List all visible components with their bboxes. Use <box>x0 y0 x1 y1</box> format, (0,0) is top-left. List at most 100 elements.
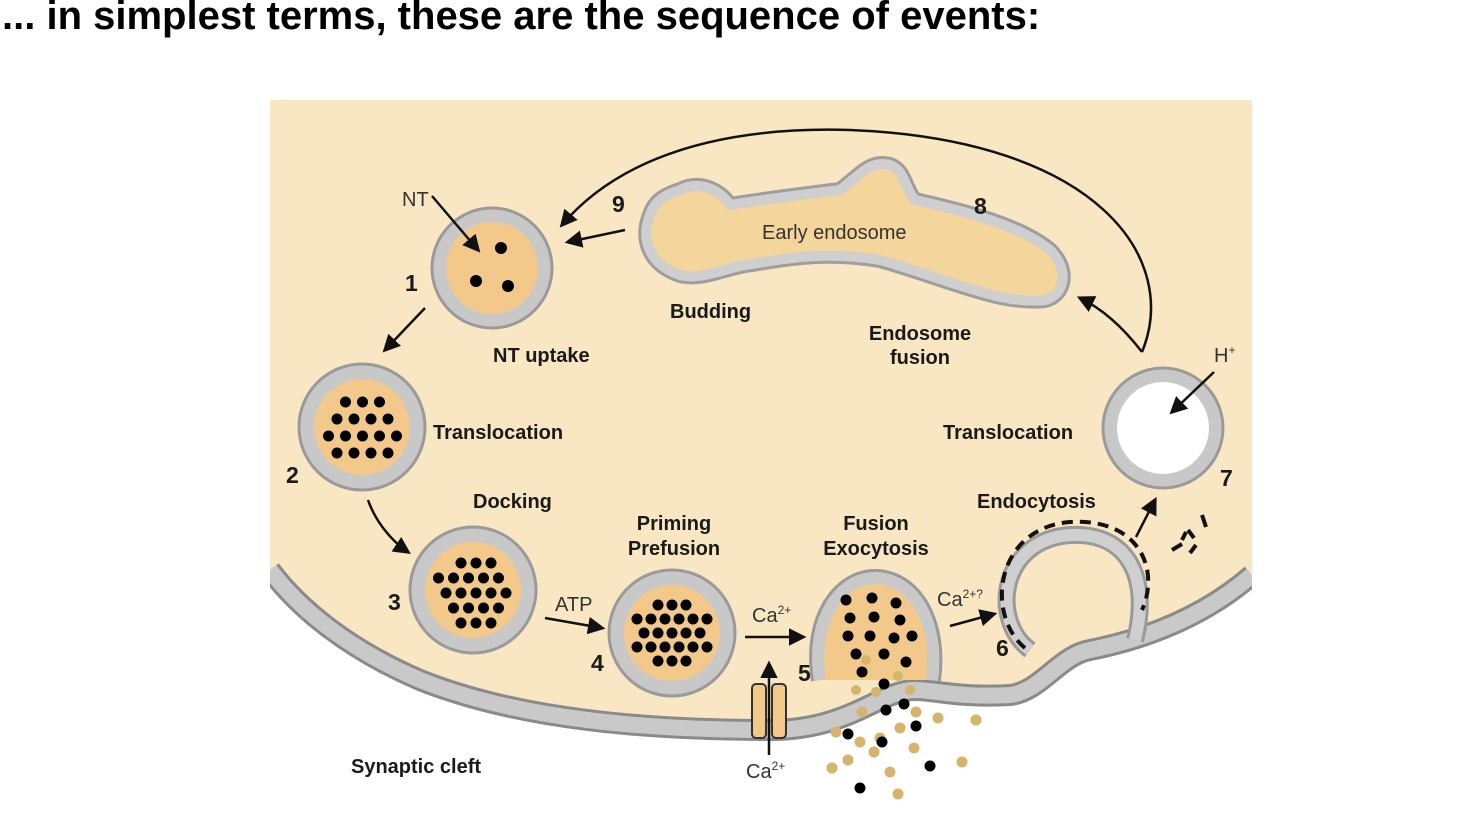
released-neurotransmitter <box>826 698 982 800</box>
nt-dot <box>652 627 664 639</box>
nt-dot <box>701 613 713 625</box>
endocytic-pit <box>997 519 1151 658</box>
calcium-channel <box>751 683 787 739</box>
step-number-9: 9 <box>612 191 625 217</box>
label-ca-left: Ca2+ <box>752 603 791 627</box>
nt-dot <box>470 557 482 569</box>
nt-dot <box>864 630 876 642</box>
nt-dot <box>631 641 643 653</box>
nt-dot <box>842 630 854 642</box>
step-number-7: 7 <box>1220 465 1233 491</box>
clathrin-fragments <box>1170 514 1208 555</box>
nt-dot <box>638 627 650 639</box>
label-docking: Docking <box>473 491 552 513</box>
nt-dot <box>888 632 900 644</box>
nt-dot <box>673 641 685 653</box>
nt-dot-gold <box>932 712 944 724</box>
label-fusion-endosome: fusion <box>890 347 950 369</box>
nt-dot <box>470 617 482 629</box>
nt-dot <box>448 572 459 584</box>
nt-dot <box>910 720 922 732</box>
nt-dot-gold <box>956 756 968 768</box>
nt-dot-gold <box>893 671 903 681</box>
nt-dot <box>374 396 385 408</box>
nt-dot <box>631 613 643 625</box>
nt-dot <box>470 587 482 599</box>
nt-dot-gold <box>894 722 906 734</box>
nt-dot <box>463 572 474 584</box>
nt-dot <box>666 599 678 611</box>
label-early-endosome: Early endosome <box>762 222 907 244</box>
nt-dot <box>842 728 854 740</box>
nt-dot <box>455 587 467 599</box>
nt-dot <box>331 413 343 425</box>
label-translocation-left: Translocation <box>433 422 563 444</box>
nt-dot-gold <box>830 726 842 738</box>
nt-dot <box>840 594 852 606</box>
label-nt-uptake: NT uptake <box>493 345 590 367</box>
page-heading: ... in simplest terms, these are the seq… <box>2 0 1041 38</box>
nt-dot <box>844 612 856 624</box>
vesicle-docking <box>408 525 538 655</box>
label-nt: NT <box>402 189 429 211</box>
nt-dot <box>493 572 504 584</box>
nt-dot-gold <box>871 687 881 697</box>
nt-dot <box>878 648 890 660</box>
nt-dot <box>463 602 474 614</box>
nt-dot <box>694 627 706 639</box>
vesicle-empty <box>1101 366 1225 490</box>
label-exocytosis: Exocytosis <box>823 538 929 560</box>
step-number-2: 2 <box>286 462 299 488</box>
nt-dot <box>868 611 880 623</box>
nt-dot-gold <box>884 766 896 778</box>
nt-dot <box>652 599 664 611</box>
nt-dot <box>659 613 671 625</box>
nt-dot <box>340 430 351 442</box>
nt-dot <box>455 617 467 629</box>
nt-dot <box>382 413 394 425</box>
nt-dot <box>666 627 678 639</box>
step-number-1: 1 <box>405 270 418 296</box>
nt-dot <box>365 447 377 459</box>
vesicle-translocation-left <box>297 362 427 492</box>
nt-dot <box>701 641 713 653</box>
step-number-3: 3 <box>388 589 401 615</box>
nt-dot <box>448 602 459 614</box>
nt-dot <box>357 396 368 408</box>
nt-dot <box>876 736 888 748</box>
nt-dot <box>666 655 678 667</box>
nt-dot <box>878 678 890 690</box>
nt-dot <box>365 413 377 425</box>
nt-dot <box>645 641 657 653</box>
label-h-plus: H+ <box>1214 343 1235 367</box>
nt-dot <box>645 613 657 625</box>
nt-dot <box>673 613 685 625</box>
label-atp: ATP <box>555 594 592 616</box>
nt-dot <box>348 447 360 459</box>
nt-dot <box>856 666 868 678</box>
nt-dot <box>866 592 878 604</box>
early-endosome <box>638 156 1071 309</box>
nt-dot-gold <box>854 736 866 748</box>
label-ca-channel: Ca2+ <box>746 759 785 783</box>
nt-dot-gold <box>905 685 915 695</box>
nt-dot <box>478 572 489 584</box>
nt-dot <box>323 430 334 442</box>
nt-dot-gold <box>856 706 868 718</box>
label-fusion: Fusion <box>843 513 909 535</box>
label-translocation-right: Translocation <box>943 422 1073 444</box>
label-synaptic-cleft: Synaptic cleft <box>351 756 481 778</box>
nt-dot <box>493 602 504 614</box>
nt-dot-gold <box>826 762 838 774</box>
nt-dot <box>900 656 912 668</box>
nt-dot <box>680 599 692 611</box>
nt-dot <box>348 413 360 425</box>
label-endocytosis: Endocytosis <box>977 491 1096 513</box>
nt-dot <box>357 430 368 442</box>
label-priming: Priming <box>637 513 711 535</box>
vesicle-nt-uptake <box>430 206 554 330</box>
nt-dot <box>898 698 910 710</box>
nt-dot <box>374 430 385 442</box>
vesicle-fusion <box>809 568 943 697</box>
